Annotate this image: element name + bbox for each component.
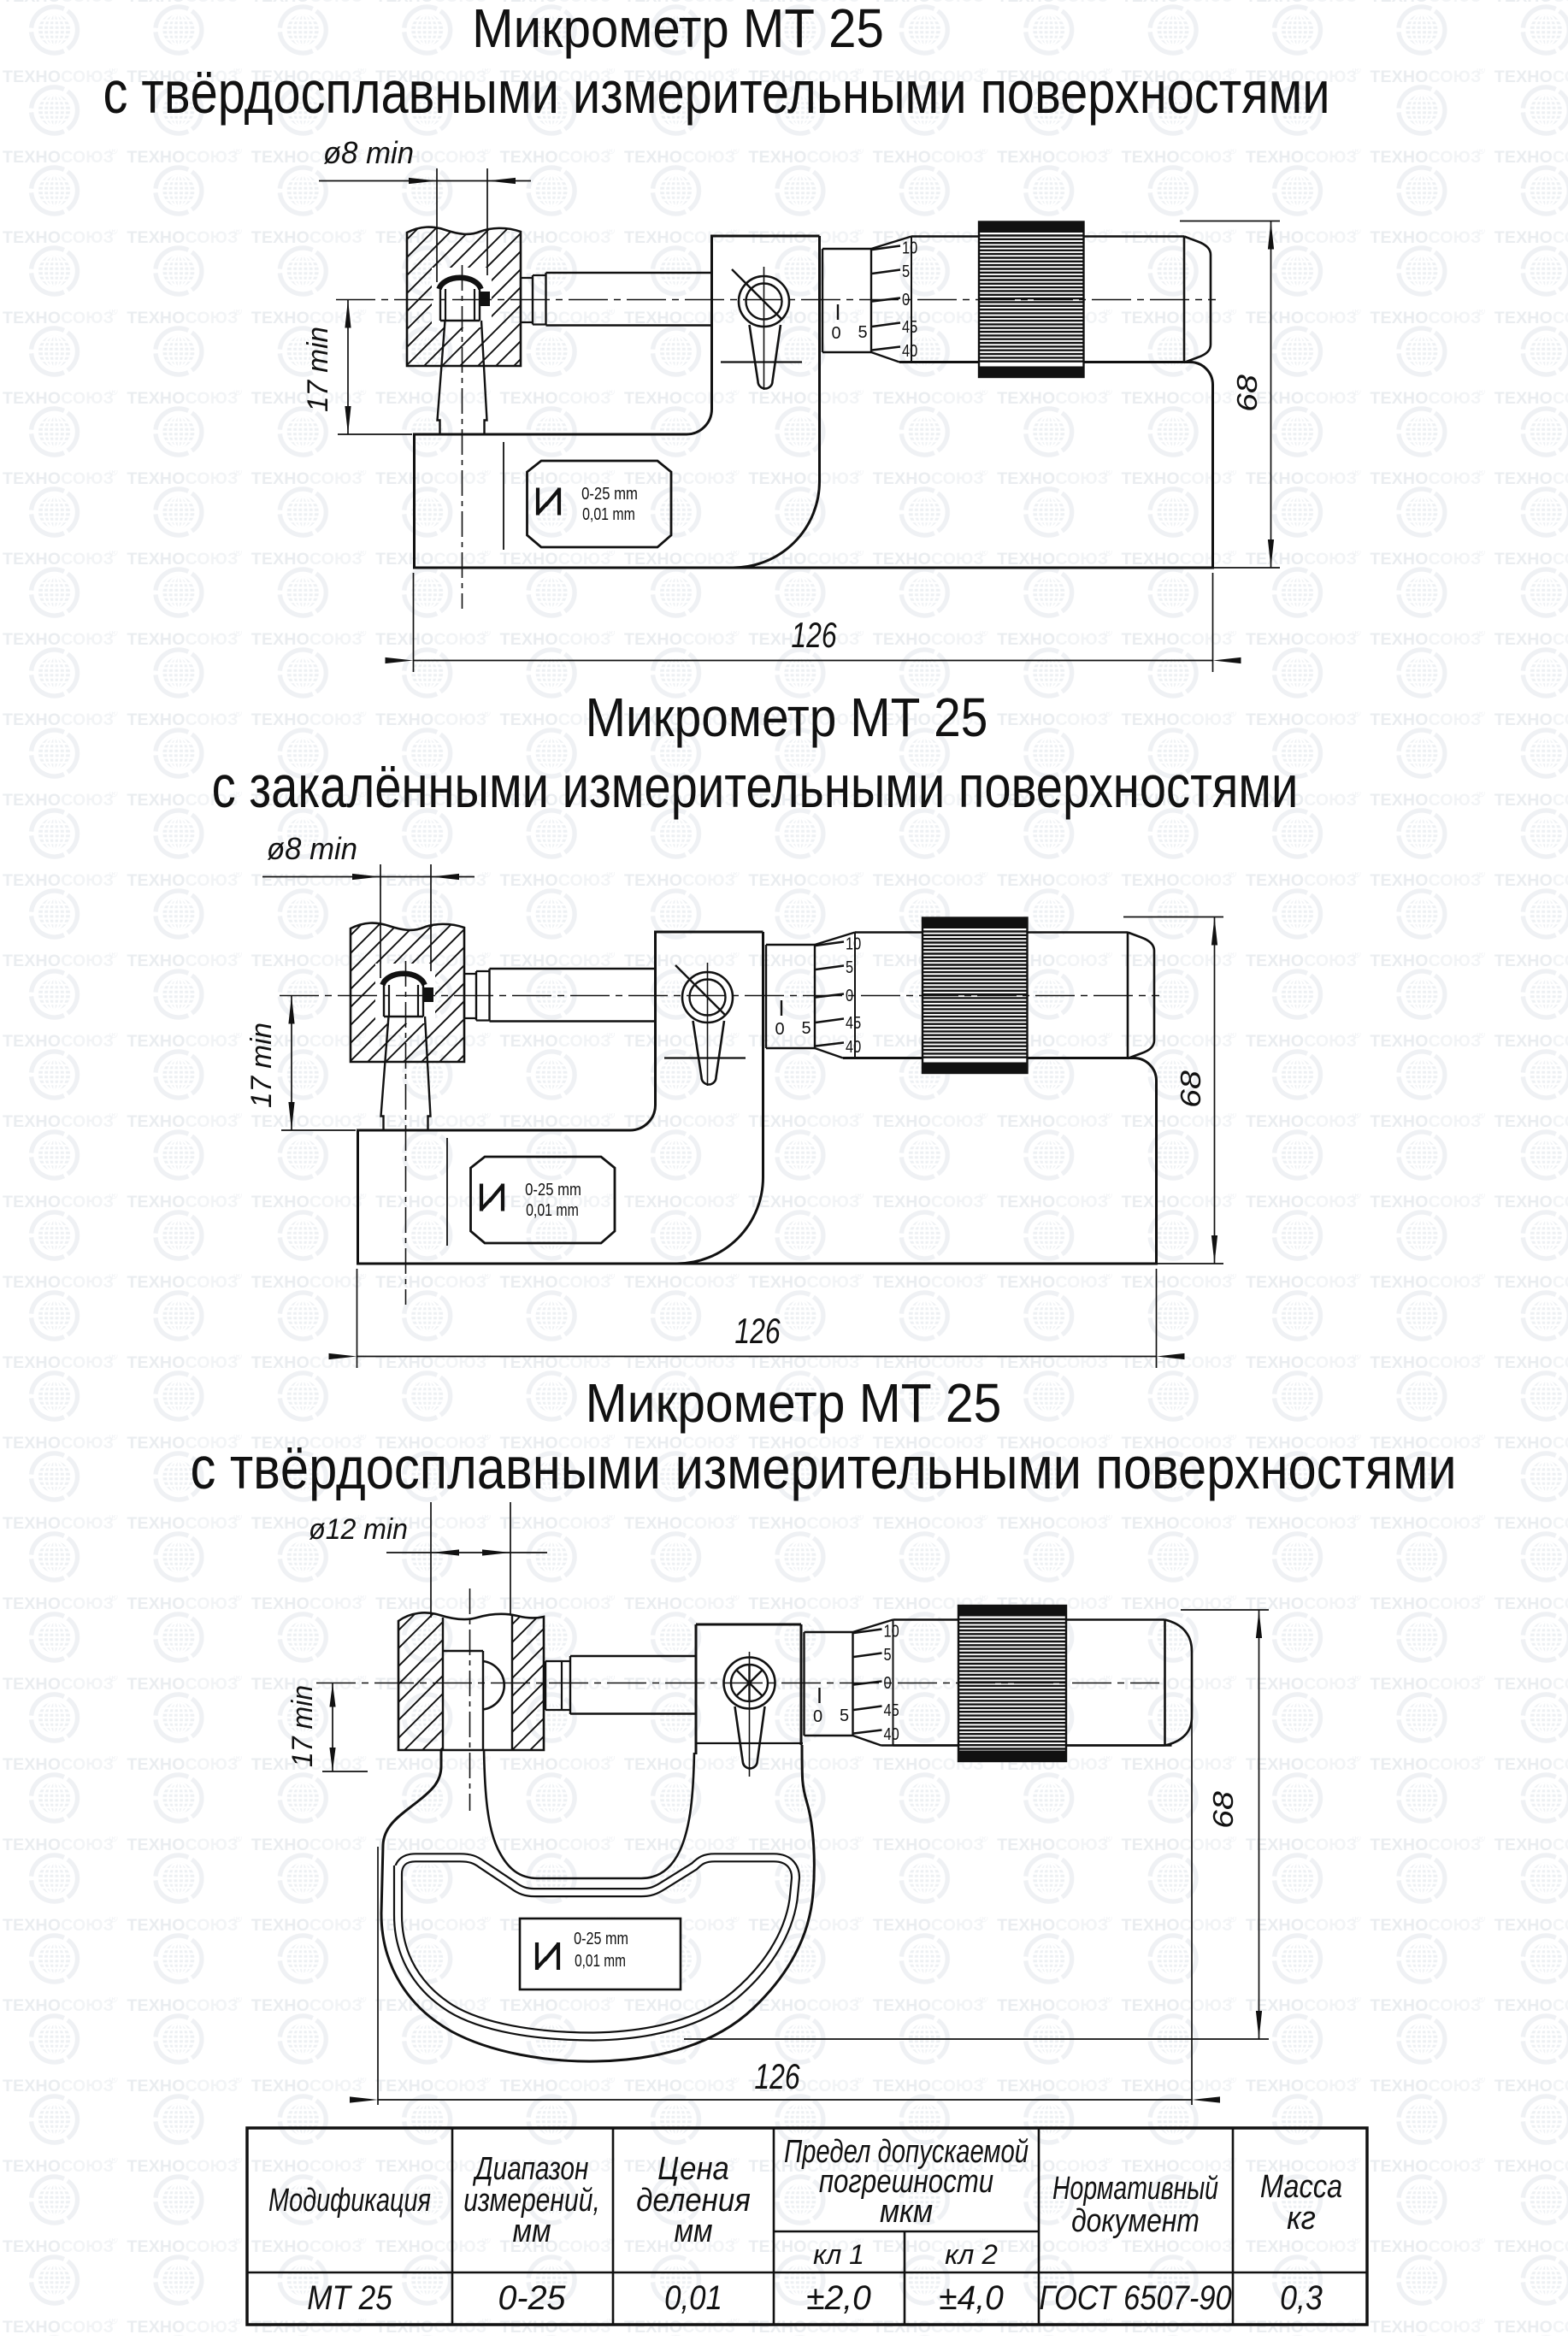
- svg-text:10: 10: [902, 238, 917, 257]
- svg-text:5: 5: [840, 1706, 849, 1725]
- svg-text:68: 68: [1207, 1791, 1239, 1829]
- svg-text:кл 2: кл 2: [945, 2239, 998, 2269]
- svg-text:Цена: Цена: [657, 2150, 729, 2187]
- svg-text:126: 126: [754, 2056, 799, 2096]
- svg-text:МТ 25: МТ 25: [307, 2278, 392, 2317]
- svg-text:0,3: 0,3: [1280, 2279, 1323, 2317]
- svg-text:±2,0: ±2,0: [806, 2279, 871, 2318]
- svg-text:ø8 min: ø8 min: [323, 136, 414, 170]
- svg-text:5: 5: [902, 261, 910, 280]
- svg-text:5: 5: [858, 323, 867, 342]
- svg-text:40: 40: [902, 340, 917, 360]
- svg-text:17 min: 17 min: [286, 1685, 318, 1767]
- svg-text:деления: деления: [636, 2182, 751, 2219]
- svg-text:0: 0: [902, 289, 910, 309]
- svg-text:с твёрдосплавными измерительны: с твёрдосплавными измерительными поверхн…: [103, 59, 1329, 126]
- svg-text:0,01 mm: 0,01 mm: [575, 1951, 626, 1970]
- svg-text:кл 1: кл 1: [813, 2239, 864, 2270]
- svg-text:Масса: Масса: [1260, 2169, 1342, 2205]
- svg-text:Предел допускаемой: Предел допускаемой: [784, 2133, 1029, 2170]
- svg-text:17 min: 17 min: [303, 327, 334, 412]
- svg-text:Микрометр МТ 25: Микрометр МТ 25: [472, 0, 884, 59]
- svg-text:0-25 mm: 0-25 mm: [574, 1929, 628, 1948]
- svg-text:кг: кг: [1287, 2200, 1316, 2237]
- svg-text:45: 45: [902, 316, 917, 336]
- svg-text:с закалёнными измерительными п: с закалёнными измерительными поверхностя…: [212, 754, 1299, 820]
- svg-text:Микрометр МТ 25: Микрометр МТ 25: [586, 1373, 1002, 1435]
- svg-text:68: 68: [1231, 374, 1263, 412]
- svg-text:мм: мм: [674, 2213, 712, 2249]
- svg-text:5: 5: [884, 1644, 892, 1664]
- svg-text:0: 0: [831, 324, 840, 343]
- svg-text:0,01: 0,01: [664, 2278, 722, 2317]
- svg-text:45: 45: [884, 1700, 899, 1719]
- svg-text:0-25 mm: 0-25 mm: [581, 484, 638, 504]
- svg-text:Нормативный: Нормативный: [1052, 2171, 1218, 2207]
- svg-text:Микрометр МТ 25: Микрометр МТ 25: [586, 687, 988, 748]
- svg-text:0-25: 0-25: [498, 2279, 566, 2317]
- svg-text:126: 126: [791, 615, 836, 655]
- svg-text:10: 10: [884, 1621, 899, 1641]
- svg-text:Диапазон: Диапазон: [472, 2151, 589, 2187]
- svg-text:с твёрдосплавными измерительны: с твёрдосплавными измерительными поверхн…: [190, 1435, 1456, 1502]
- svg-text:40: 40: [884, 1724, 899, 1743]
- svg-text:мм: мм: [512, 2213, 551, 2249]
- svg-text:ГОСТ 6507-90: ГОСТ 6507-90: [1039, 2278, 1232, 2317]
- svg-text:измерений,: измерений,: [463, 2183, 600, 2219]
- svg-text:0,01 mm: 0,01 mm: [582, 504, 635, 523]
- svg-text:погрешности: погрешности: [819, 2164, 993, 2200]
- svg-text:0: 0: [813, 1707, 822, 1726]
- svg-text:ø12 min: ø12 min: [309, 1513, 408, 1546]
- svg-text:мкм: мкм: [880, 2193, 933, 2229]
- svg-text:документ: документ: [1071, 2202, 1200, 2238]
- svg-text:Модификация: Модификация: [268, 2182, 431, 2219]
- svg-text:±4,0: ±4,0: [939, 2279, 1004, 2318]
